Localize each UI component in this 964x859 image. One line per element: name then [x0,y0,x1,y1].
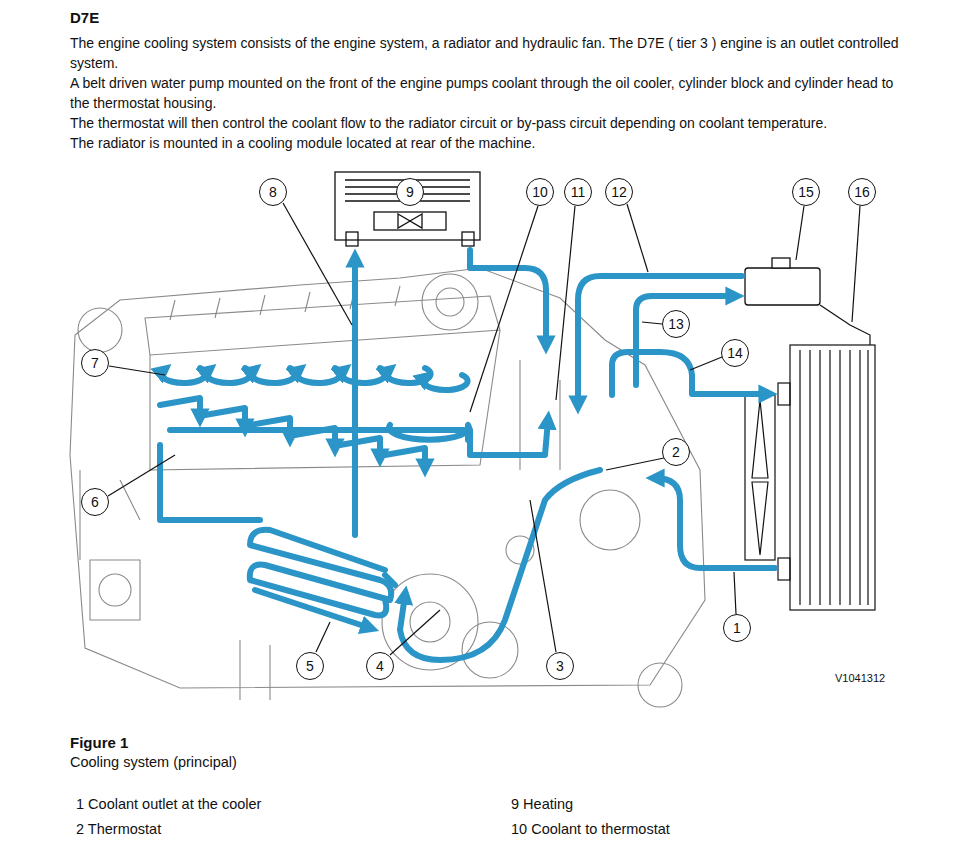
callout-number: 11 [564,178,592,206]
callout-number: 6 [81,488,109,516]
page-title: D7E [70,9,99,26]
body-paragraph: A belt driven water pump mounted on the … [70,73,902,113]
callout-number: 1 [723,614,751,642]
callout-number: 16 [848,178,876,206]
key-entry: 10 Coolant to thermostat [511,821,670,837]
key-entry: 2 Thermostat [76,821,161,837]
callout-number: 8 [259,178,287,206]
callout-number: 14 [721,339,749,367]
callout-number: 15 [792,178,820,206]
callout-number: 9 [396,178,424,206]
figure-subcaption: Cooling system (principal) [70,754,237,770]
callout-number: 7 [81,349,109,377]
figure-id: V1041312 [835,672,885,684]
callout-number: 12 [605,178,633,206]
callout-number: 5 [296,652,324,680]
body-paragraph: The thermostat will then control the coo… [70,113,902,133]
callout-number: 2 [662,438,690,466]
callout-number: 4 [366,652,394,680]
body-paragraph: The engine cooling system consists of th… [70,33,902,73]
figure-caption: Figure 1 [70,734,128,751]
key-entry: 1 Coolant outlet at the cooler [76,796,261,812]
key-entry: 9 Heating [511,796,573,812]
body-paragraph: The radiator is mounted in a cooling mod… [70,133,902,153]
callout-number: 13 [662,310,690,338]
callout-number: 3 [546,652,574,680]
callout-number: 10 [526,178,554,206]
